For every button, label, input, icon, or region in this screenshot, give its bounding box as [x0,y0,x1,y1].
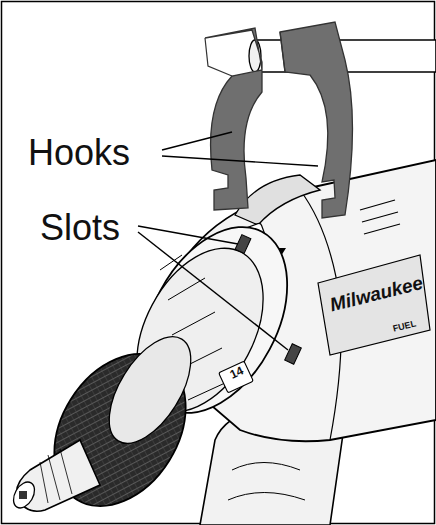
hook [280,22,353,218]
part-label: Slots [40,210,120,246]
part-label: Hooks [28,135,130,171]
leader-line [138,232,288,350]
leader-line [162,132,232,150]
slot [285,344,302,365]
hook [205,28,262,210]
logo-plate [318,255,430,355]
leader-line [138,226,238,244]
leader-line [162,156,318,166]
